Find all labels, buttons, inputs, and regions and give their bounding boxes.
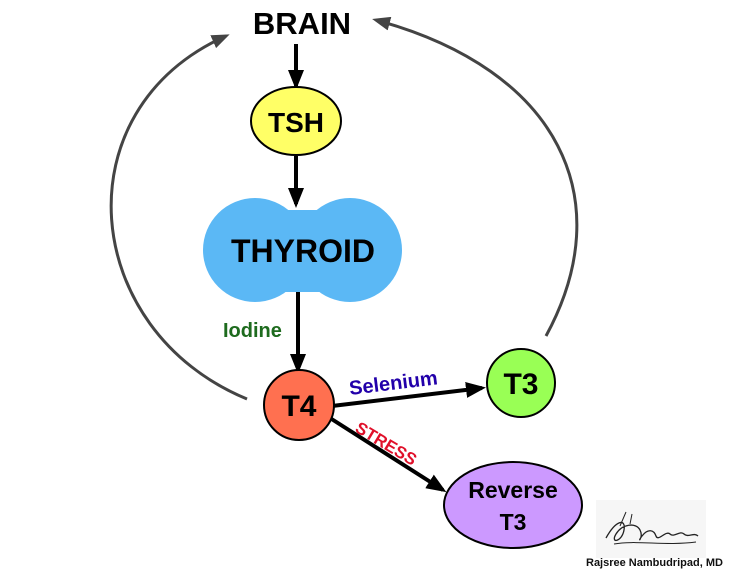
arrow-t4-to-reverse-t3 (328, 416, 447, 493)
thyroid-label: THYROID (231, 233, 375, 269)
reverse-t3-node: Reverse T3 (443, 461, 583, 549)
reverse-t3-label-line1: Reverse (468, 477, 558, 503)
tsh-label: TSH (268, 107, 324, 138)
t4-node: T4 (263, 369, 335, 441)
feedback-arrow-t3-to-brain (372, 16, 579, 337)
reverse-t3-label-line2: T3 (500, 509, 527, 535)
signature-image (596, 500, 706, 558)
iodine-label: Iodine (223, 320, 282, 342)
brain-label: BRAIN (253, 6, 351, 41)
signature-scribble (605, 511, 699, 545)
tsh-node: TSH (250, 86, 342, 156)
arrow-t4-to-t3 (331, 381, 486, 408)
feedback-arrow-t4-to-brain (109, 34, 248, 401)
thyroid-node: THYROID (203, 198, 402, 302)
stress-label: STRESS (352, 418, 420, 469)
t3-label: T3 (503, 368, 538, 401)
t3-node: T3 (486, 348, 556, 418)
t4-label: T4 (281, 390, 316, 423)
author-credit: Rajsree Nambudripad, MD (586, 557, 723, 569)
